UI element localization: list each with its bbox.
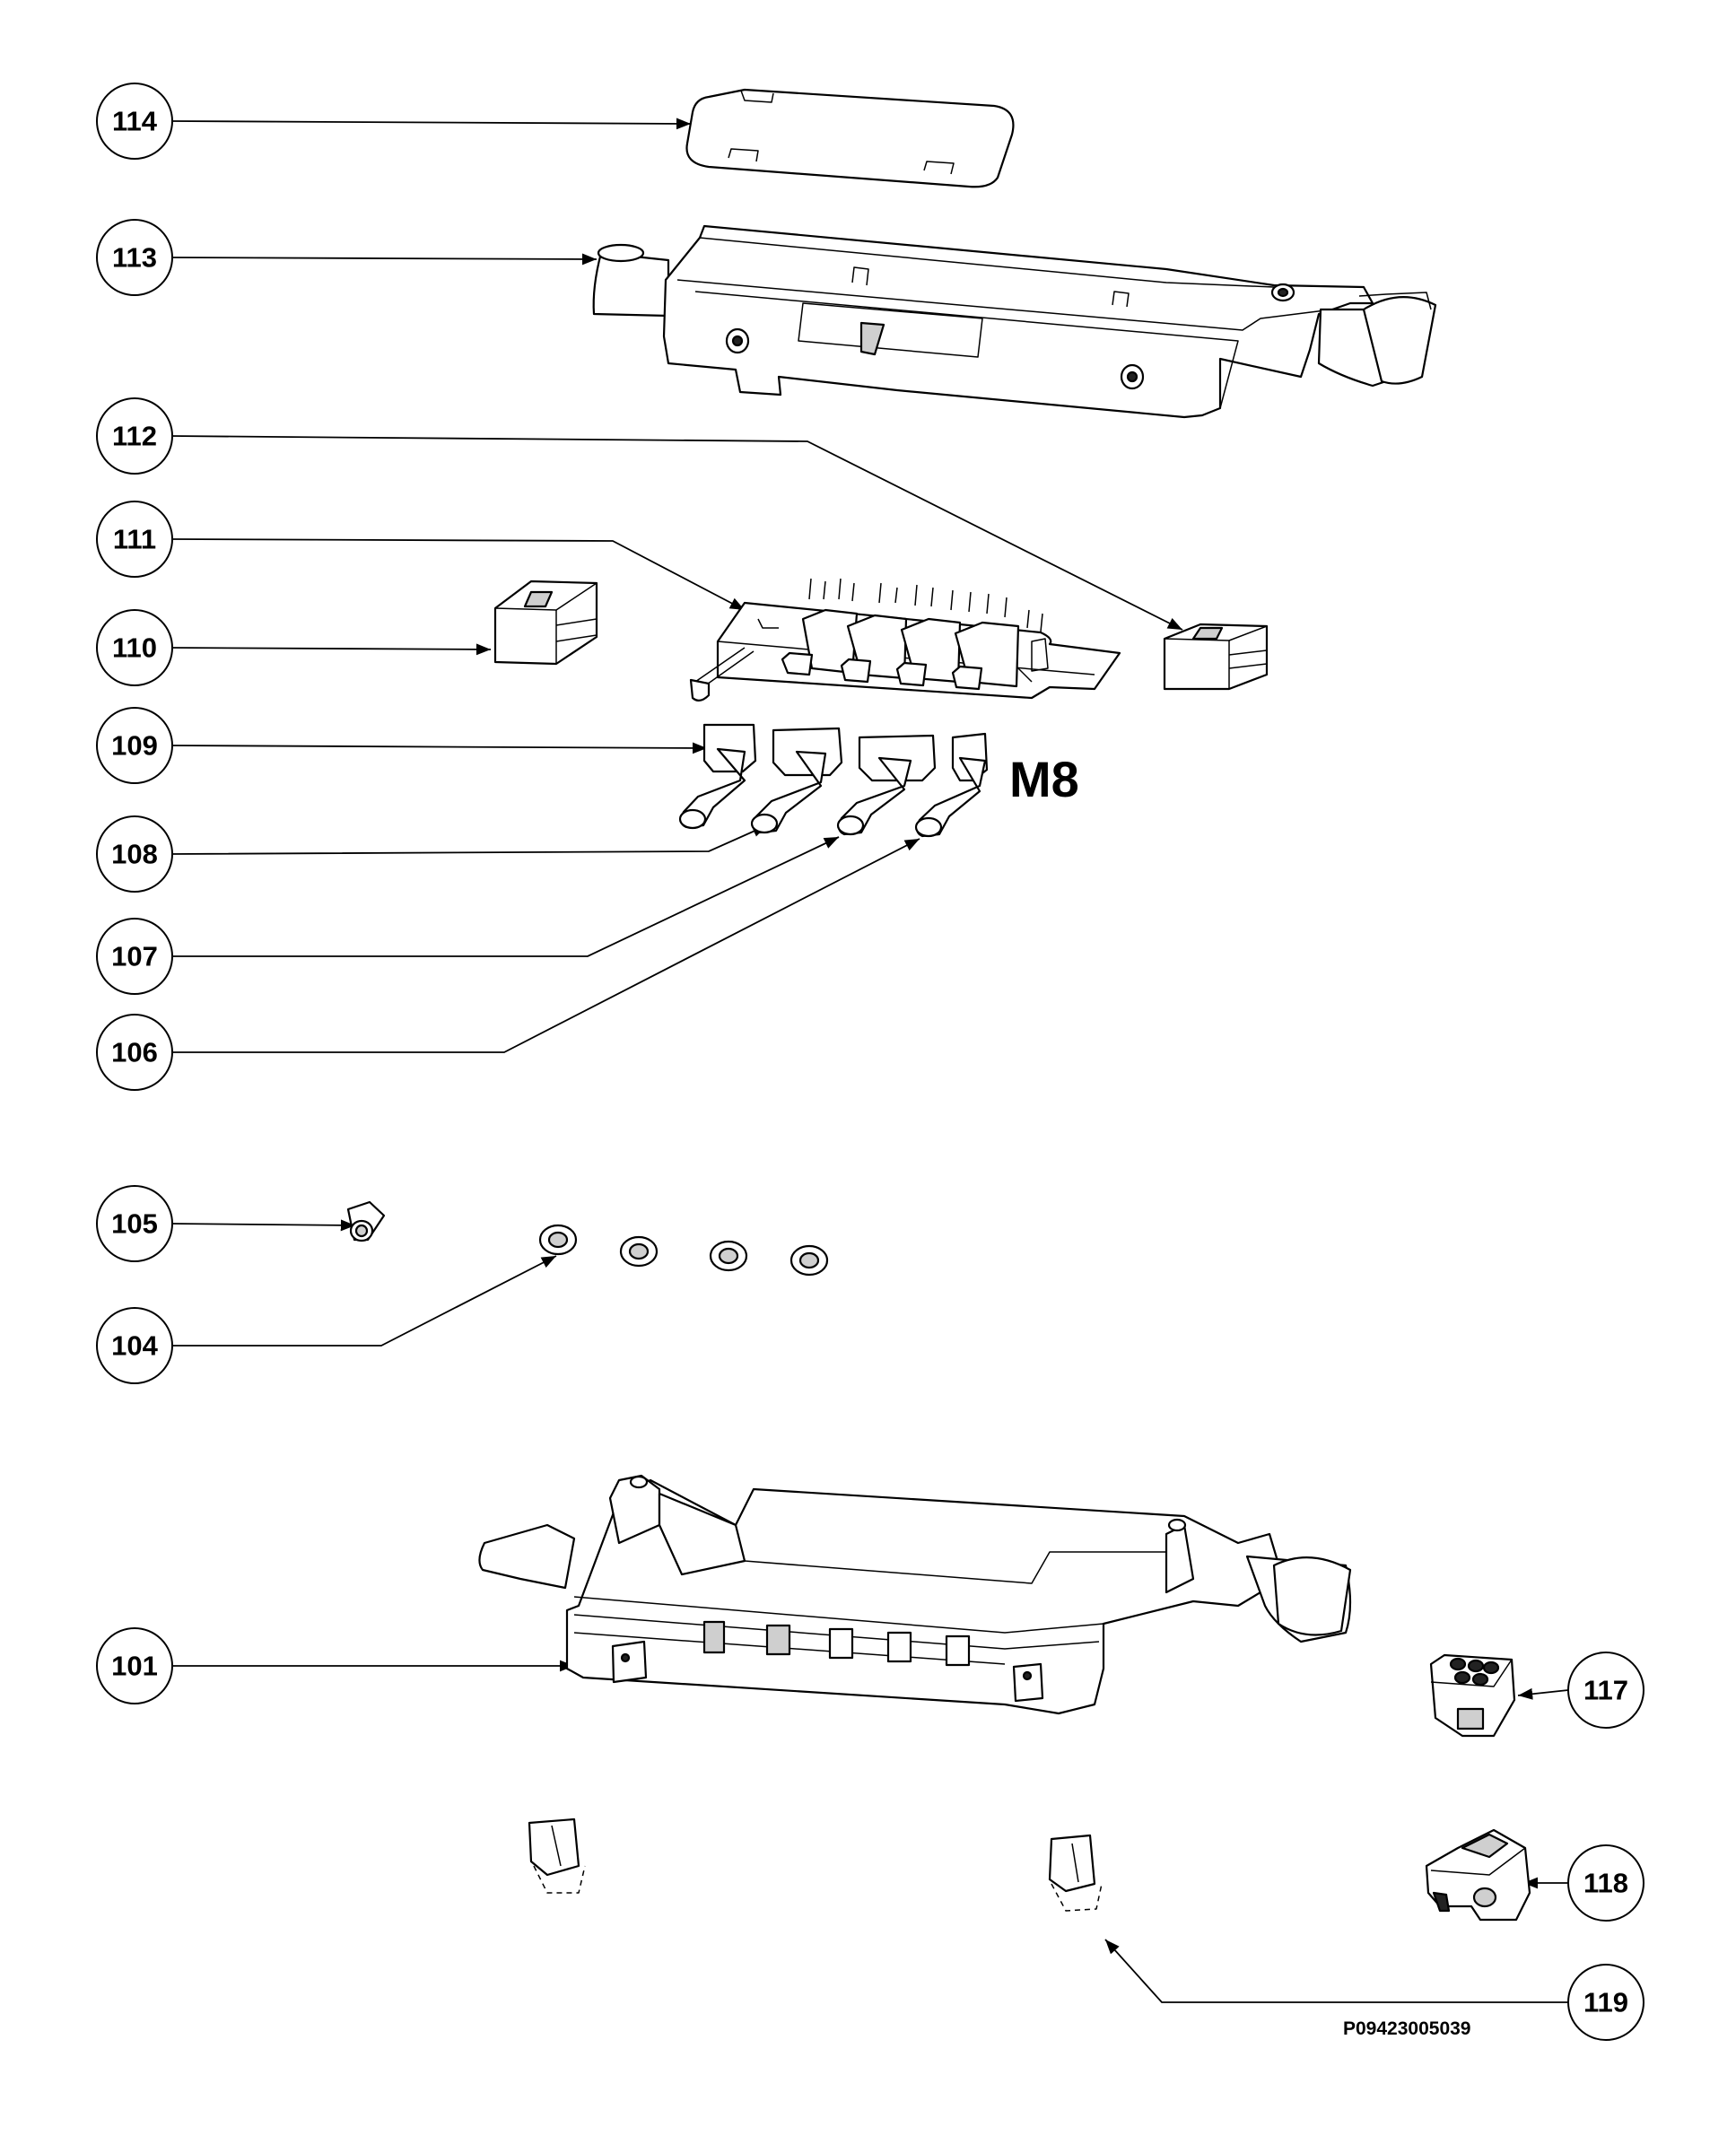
part-114-cover-plate: [685, 88, 1015, 188]
shaft-3: [836, 734, 937, 836]
callout-label: 108: [111, 839, 158, 870]
callout-114: 114: [96, 83, 173, 160]
part-109-108-107-106-knob-shafts: [678, 723, 989, 838]
leader-109: [170, 742, 708, 754]
part-117-connector: [1429, 1653, 1516, 1738]
leader-107: [171, 836, 840, 957]
callout-label: 112: [112, 421, 157, 452]
callout-119: 119: [1567, 1964, 1644, 2041]
callout-label: 105: [111, 1208, 158, 1240]
callout-label: 114: [112, 106, 158, 137]
leader-117: [1517, 1687, 1569, 1700]
callout-111: 111: [96, 501, 173, 578]
callout-109: 109: [96, 707, 173, 784]
leader-113: [170, 253, 598, 266]
shaft-2: [750, 727, 843, 834]
callout-105: 105: [96, 1185, 173, 1262]
callout-107: 107: [96, 918, 173, 995]
leader-111: [170, 538, 746, 611]
part-104-o-rings: [538, 1224, 829, 1277]
shaft-4: [914, 732, 989, 838]
part-119-clips: [528, 1817, 1103, 1912]
callout-label: 106: [111, 1037, 158, 1068]
callout-label: 119: [1583, 1987, 1628, 2018]
part-113-top-housing: [592, 224, 1437, 419]
leader-105: [170, 1219, 356, 1232]
leader-112: [170, 435, 1183, 631]
callout-label: 111: [113, 524, 156, 555]
callout-label: 113: [112, 242, 157, 274]
callout-label: 104: [111, 1330, 158, 1362]
callout-label: 107: [111, 941, 158, 972]
leader-119: [1104, 1939, 1568, 2003]
callout-112: 112: [96, 397, 173, 475]
drawing-code: P09423005039: [1343, 2018, 1470, 2039]
model-label: M8: [1009, 751, 1079, 807]
callout-118: 118: [1567, 1844, 1644, 1922]
pcb-switches: [781, 578, 1049, 691]
shaft-1: [678, 723, 757, 830]
part-118-connector: [1425, 1828, 1531, 1922]
leader-104: [171, 1255, 557, 1347]
leader-lines: [170, 118, 1569, 2003]
callout-101: 101: [96, 1627, 173, 1704]
callout-label: 109: [111, 730, 158, 762]
callout-110: 110: [96, 609, 173, 686]
part-101-bottom-housing: [478, 1474, 1352, 1715]
leader-110: [170, 643, 492, 656]
part-110-left-clip-block: [493, 580, 598, 666]
callout-104: 104: [96, 1307, 173, 1384]
callout-label: 118: [1583, 1868, 1628, 1899]
leader-114: [170, 118, 692, 130]
part-111-pcb-board: [689, 578, 1121, 702]
leader-106: [171, 838, 920, 1053]
callout-108: 108: [96, 815, 173, 893]
callout-label: 117: [1583, 1675, 1628, 1706]
callout-label: 110: [112, 632, 157, 664]
leader-108: [170, 824, 768, 855]
callout-113: 113: [96, 219, 173, 296]
part-105-bush: [346, 1200, 386, 1242]
callout-117: 117: [1567, 1652, 1644, 1729]
part-112-right-clip-block: [1163, 623, 1269, 691]
callout-label: 101: [111, 1651, 158, 1682]
callout-106: 106: [96, 1014, 173, 1091]
